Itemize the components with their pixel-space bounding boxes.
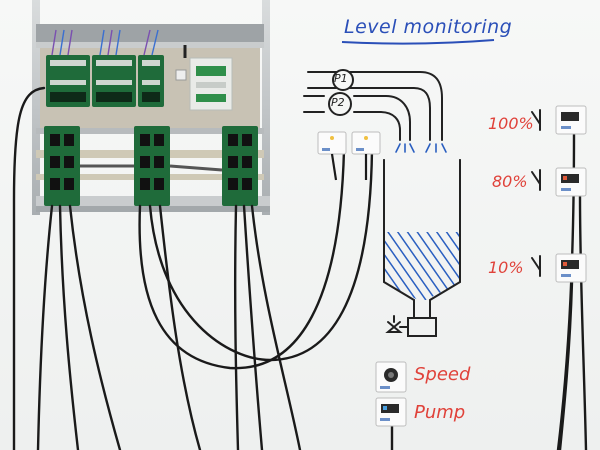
level-label-10: 10%: [488, 258, 524, 277]
terminal-boards: [46, 29, 164, 107]
speed-knob-module: [375, 361, 407, 393]
pump-label-p1: P1: [334, 72, 348, 85]
pump-p1-symbol: [332, 69, 354, 91]
pump-label: Pump: [414, 402, 466, 423]
spray-nozzles: [395, 143, 447, 153]
sensor-cables: [12, 86, 588, 450]
plc-controller: [175, 45, 233, 111]
level-switches: [531, 109, 541, 277]
connector-boards: [44, 126, 258, 206]
sensor-modules: [317, 105, 587, 427]
level-label-80: 80%: [492, 172, 528, 191]
flow-sensor-left: [317, 131, 347, 155]
pump-display-module: [375, 397, 407, 427]
sensor-short-cables: [330, 153, 368, 181]
level-label-100: 100%: [488, 114, 534, 133]
level-sensor-80: [555, 167, 587, 197]
flow-sensor-right: [351, 131, 381, 155]
process-diagram: [303, 71, 461, 337]
board-title: Level monitoring: [344, 16, 513, 38]
pump-p2-symbol: [328, 92, 352, 116]
level-sensor-10: [555, 253, 587, 283]
pump-label-p2: P2: [331, 96, 345, 109]
title-underline: [341, 39, 495, 45]
level-sensor-100: [555, 105, 587, 135]
speed-label: Speed: [414, 364, 471, 385]
